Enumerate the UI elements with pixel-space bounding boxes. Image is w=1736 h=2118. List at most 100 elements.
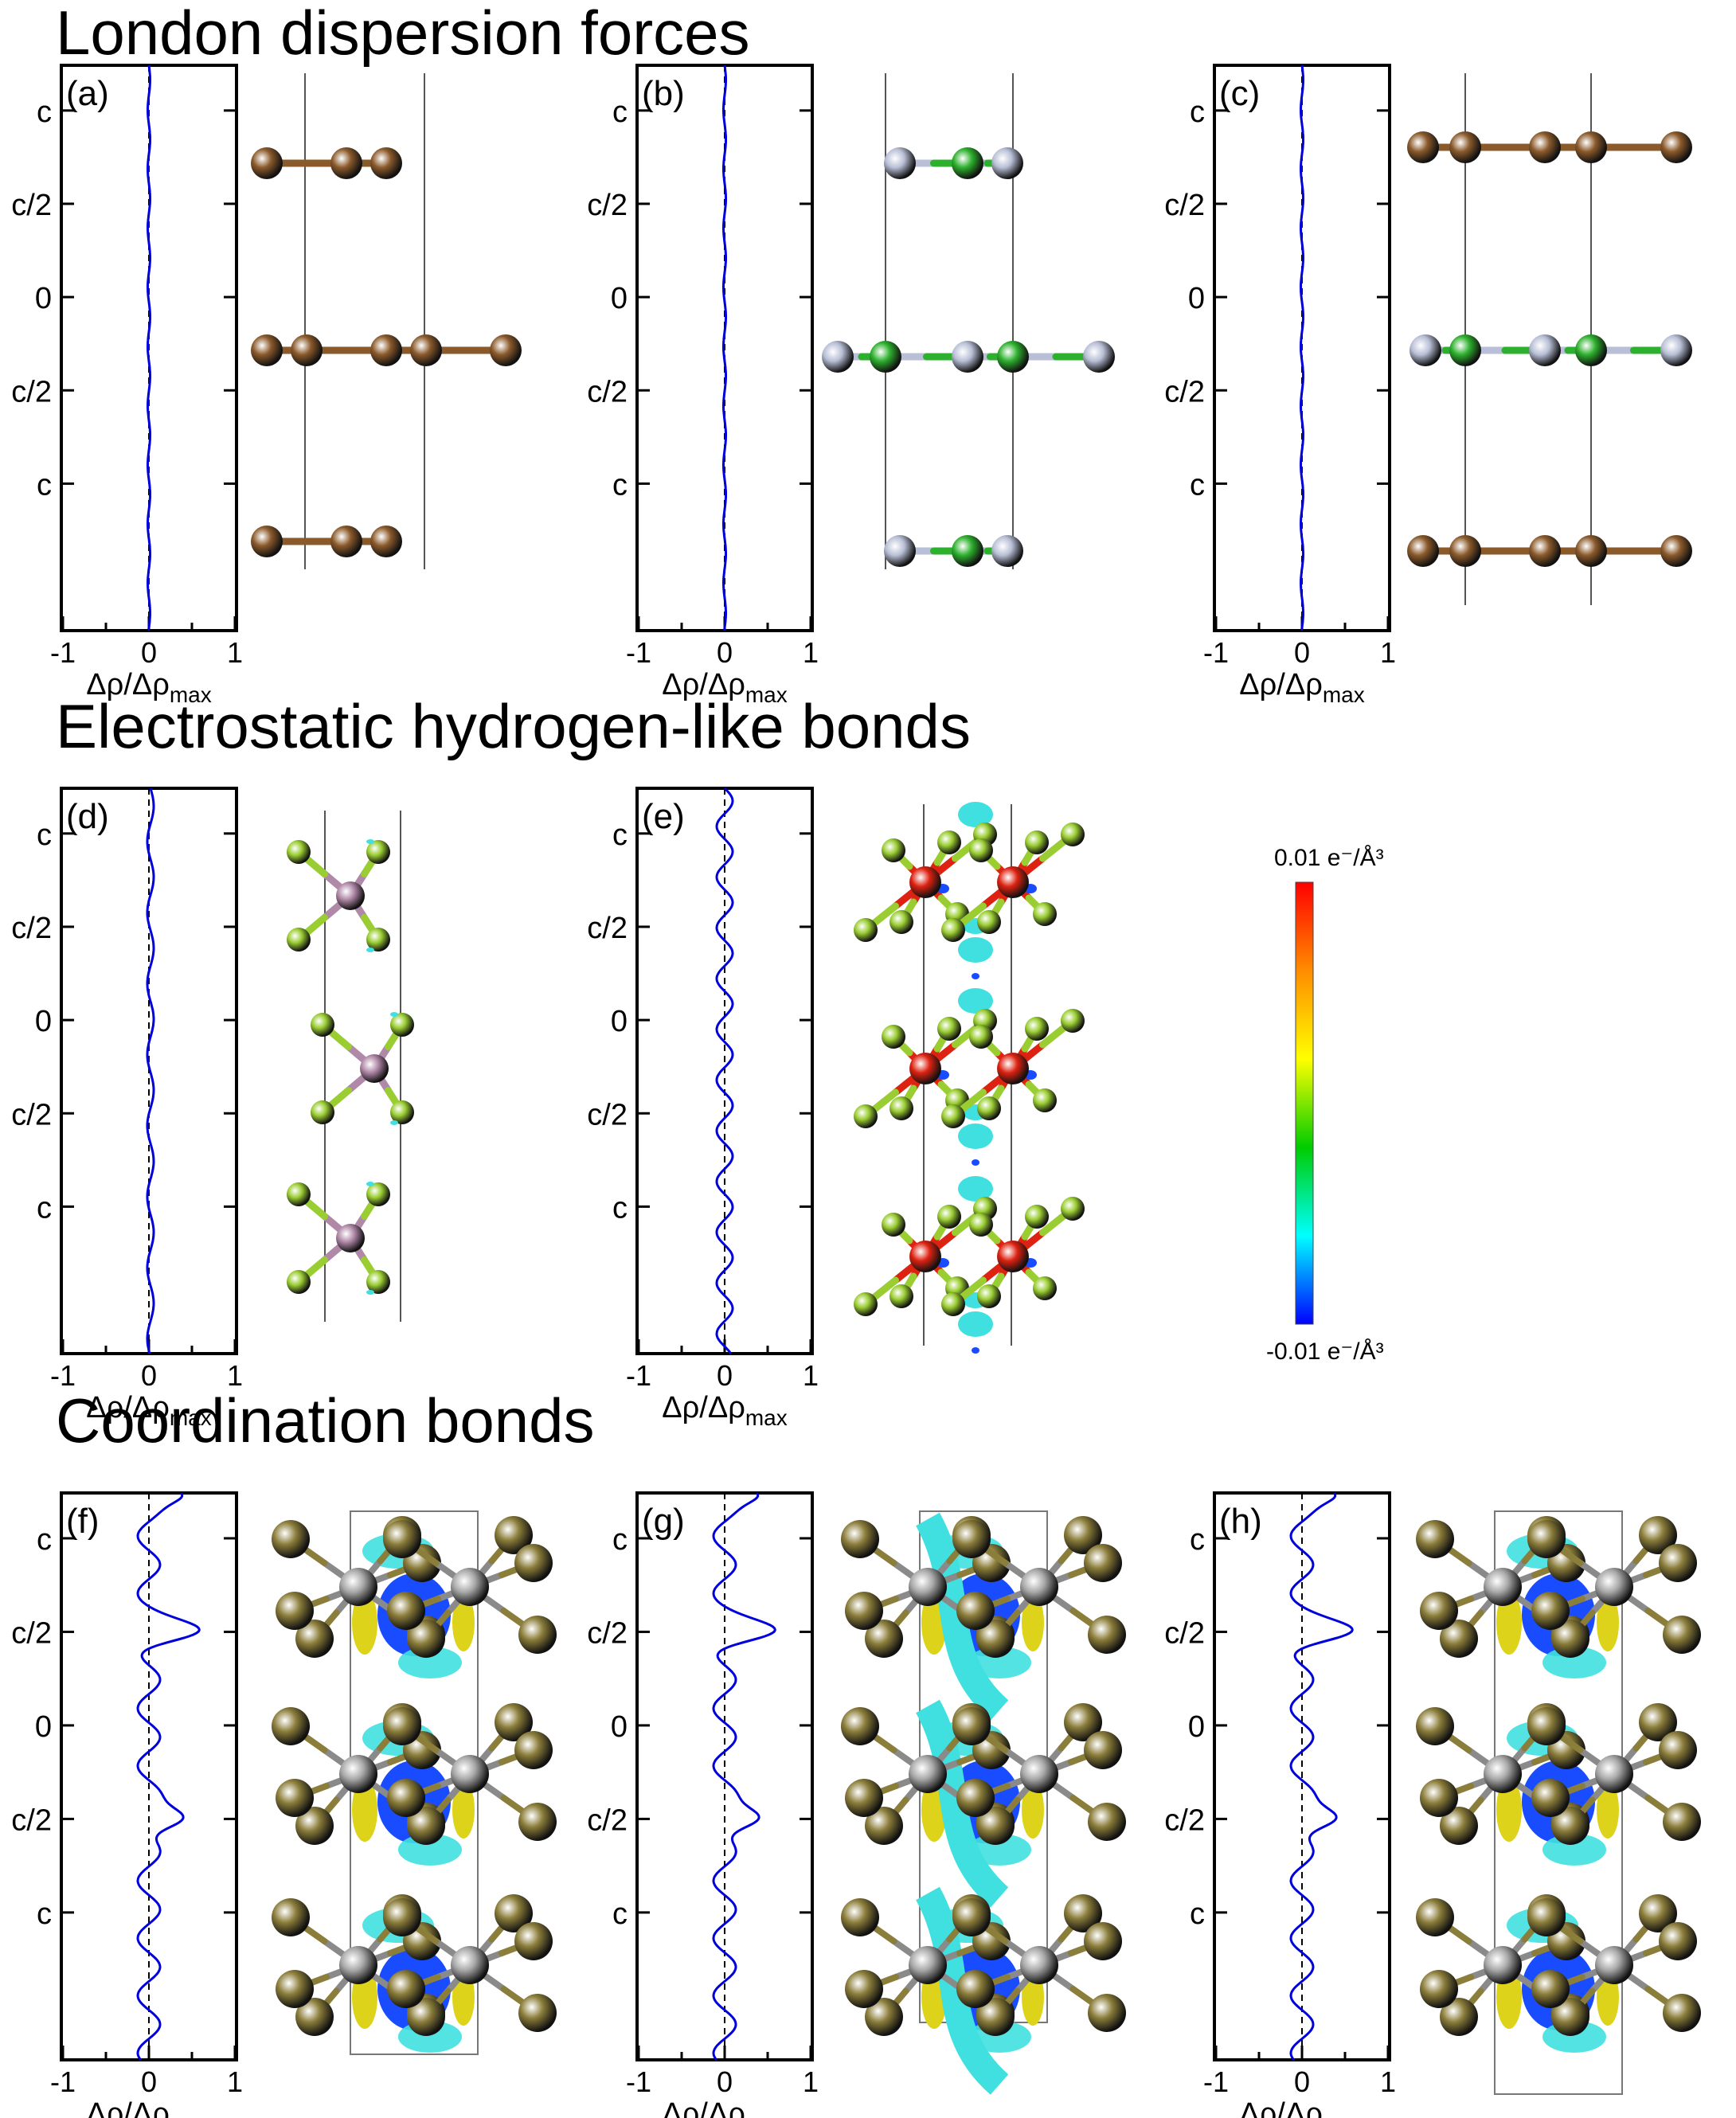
y-tick-label: c/2 (1164, 1616, 1205, 1650)
x-axis-label: Δρ/Δρmax (662, 1391, 787, 1430)
y-tick-label: c (612, 819, 628, 852)
structure-c (1407, 73, 1692, 605)
fluorine-atom (969, 1025, 993, 1049)
metal-atom (451, 1568, 489, 1606)
fluorine-atom (969, 1213, 993, 1237)
metal-atom (339, 1755, 377, 1793)
ligand-atom (1440, 1807, 1478, 1845)
fluorine-atom (366, 1182, 390, 1206)
y-tick-label: c/2 (11, 1098, 52, 1131)
metal-atom (1595, 1755, 1633, 1793)
ligand-atom (1088, 1616, 1126, 1654)
isosurface-cyan (398, 1647, 462, 1678)
fluorine-atom (890, 910, 913, 934)
nitrogen-atom (822, 341, 854, 373)
structure-g (841, 1510, 1126, 2095)
ligand-atom (383, 1520, 421, 1558)
fluorine-atom (890, 1096, 913, 1120)
isosurface-blue (972, 973, 979, 979)
colorbar-max-label: 0.01 e⁻/Å³ (1274, 845, 1384, 871)
metal-atom (1484, 1568, 1522, 1606)
ligand-atom (976, 1807, 1015, 1845)
ligand-atom (1663, 1994, 1701, 2032)
section-title-london: London dispersion forces (56, 0, 750, 68)
x-tick-label: 1 (227, 2065, 243, 2098)
ligand-atom (295, 1620, 334, 1658)
carbon-atom (490, 334, 522, 366)
ligand-atom (865, 1807, 903, 1845)
isosurface-yellow (1597, 1594, 1619, 1651)
ligand-atom (518, 1803, 557, 1841)
carbon-atom (1660, 131, 1692, 163)
colorbar-min-label: -0.01 e⁻/Å³ (1266, 1338, 1384, 1365)
profile-curve (1289, 1492, 1354, 2061)
x-tick-label: -1 (1203, 636, 1229, 669)
ligand-atom (518, 1616, 557, 1654)
structure-d (287, 811, 414, 1322)
structure-a (251, 73, 522, 569)
panel-label: (g) (642, 1502, 685, 1541)
ligand-atom (841, 1520, 879, 1558)
metal-atom (451, 1946, 489, 1984)
x-tick-label: 1 (803, 636, 819, 669)
fluorine-atom (941, 1292, 965, 1316)
ligand-atom (1064, 1516, 1102, 1554)
metal-atom (1020, 1946, 1058, 1984)
ligand-atom (1416, 1707, 1454, 1745)
carbon-atom (1660, 535, 1692, 567)
fluorine-atom (1061, 1197, 1085, 1221)
ligand-atom (1088, 1803, 1126, 1841)
ligand-atom (387, 1592, 425, 1630)
fluorine-atom (977, 1284, 1001, 1308)
panel-label: (f) (66, 1502, 100, 1541)
carbon-atom (330, 526, 362, 557)
ligand-atom (383, 1707, 421, 1745)
x-tick-label: 0 (1294, 2065, 1310, 2098)
carbon-atom (251, 147, 283, 179)
ligand-atom (495, 1894, 533, 1932)
x-tick-label: -1 (1203, 2065, 1229, 2098)
central-atom (997, 866, 1029, 898)
x-tick-label: 0 (717, 1359, 733, 1392)
y-tick-label: c (37, 1191, 52, 1225)
nitrogen-atom (991, 535, 1023, 567)
ligand-atom (956, 1779, 995, 1817)
ligand-atom (952, 1520, 991, 1558)
ligand-atom (1551, 1998, 1589, 2036)
isosurface-cyan (366, 839, 374, 844)
y-tick-label: c (37, 1897, 52, 1931)
metal-atom (909, 1568, 947, 1606)
isosurface-cyan (958, 802, 993, 827)
structure-e (854, 802, 1085, 1354)
ligand-atom (1088, 1994, 1126, 2032)
panel-label: (h) (1219, 1502, 1262, 1541)
y-tick-label: 0 (611, 1005, 628, 1038)
section-title-coordination: Coordination bonds (56, 1385, 595, 1456)
y-tick-label: c (612, 1897, 628, 1931)
isosurface-yellow (452, 1594, 475, 1651)
ligand-atom (514, 1731, 553, 1769)
structure-f (272, 1510, 557, 2055)
y-tick-label: c (612, 96, 628, 129)
carbon-atom (1529, 131, 1561, 163)
isosurface-blue (972, 1159, 979, 1166)
ligand-atom (272, 1707, 310, 1745)
central-atom (997, 1053, 1029, 1084)
y-tick-label: c/2 (11, 1616, 52, 1650)
ligand-atom (1551, 1807, 1589, 1845)
y-tick-label: c (1190, 468, 1205, 502)
y-tick-label: 0 (611, 282, 628, 315)
ligand-atom (1663, 1616, 1701, 1654)
isosurface-yellow (1496, 1778, 1522, 1842)
fluorine-atom (287, 1182, 311, 1206)
fluorine-atom (937, 1205, 961, 1229)
profile-curve (712, 1492, 776, 2061)
boron-atom (1575, 334, 1607, 366)
ligand-atom (383, 1898, 421, 1936)
y-tick-label: c (37, 96, 52, 129)
ligand-atom (276, 1779, 314, 1817)
ligand-atom (1420, 1970, 1458, 2008)
